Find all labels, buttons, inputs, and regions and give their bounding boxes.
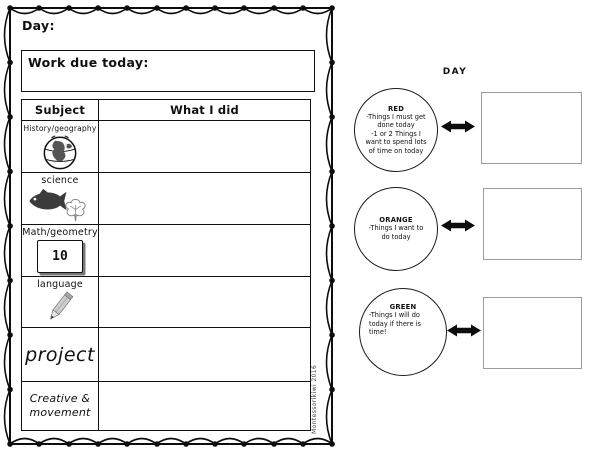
subject-label: science xyxy=(41,175,79,186)
orange-answer-box xyxy=(483,188,582,260)
header-what-i-did: What I did xyxy=(170,103,239,117)
what-i-did-cell xyxy=(99,277,310,327)
table-row: science xyxy=(22,172,310,224)
subject-cell-project: project xyxy=(22,328,99,381)
subject-label: History/geography xyxy=(23,124,97,133)
orange-circle-title: ORANGE xyxy=(379,216,413,225)
table-row: Creative & movement xyxy=(22,381,310,430)
red-priority-circle: RED -Things I must get done today -1 or … xyxy=(354,88,438,172)
globe-icon xyxy=(43,135,77,170)
red-answer-box xyxy=(481,92,582,164)
subject-label: Creative & movement xyxy=(29,392,91,419)
table-row: project xyxy=(22,327,310,381)
orange-priority-circle: ORANGE -Things I want to do today xyxy=(354,187,438,271)
work-due-today-label: Work due today: xyxy=(28,55,149,70)
leaf-icon xyxy=(65,198,86,222)
what-i-did-cell xyxy=(99,173,310,224)
planner-table: Subject What I did History/geography sci… xyxy=(21,99,311,431)
subject-cell-math-geometry: Math/geometry 10 xyxy=(22,225,99,276)
what-i-did-cell xyxy=(99,225,310,276)
table-row: Math/geometry 10 xyxy=(22,224,310,276)
table-header-row: Subject What I did xyxy=(22,100,310,120)
green-answer-box xyxy=(483,297,582,369)
double-arrow-icon xyxy=(447,324,481,337)
header-subject: Subject xyxy=(22,100,99,120)
day-heading: Day: xyxy=(22,18,55,33)
double-arrow-icon xyxy=(441,219,475,232)
green-circle-title: GREEN xyxy=(389,303,417,311)
subject-cell-science: science xyxy=(22,173,99,224)
red-circle-bullet: -1 or 2 Things I want to spend lots of t… xyxy=(365,129,427,155)
fish-icon xyxy=(29,188,67,211)
table-row: language xyxy=(22,276,310,327)
red-circle-bullet: -Things I must get done today xyxy=(366,112,426,130)
credit-text: Montessorikiwi 2016 xyxy=(311,364,318,434)
orange-circle-bullet: -Things I want to do today xyxy=(368,224,424,241)
pencil-icon xyxy=(50,291,74,320)
science-icons xyxy=(24,186,96,222)
what-i-did-cell xyxy=(99,328,310,381)
subject-label: project xyxy=(25,343,95,366)
subject-label: language xyxy=(37,279,83,290)
what-i-did-cell xyxy=(99,382,310,430)
subject-cell-language: language xyxy=(22,277,99,327)
table-row: History/geography xyxy=(22,120,310,172)
subject-cell-history-geography: History/geography xyxy=(22,121,99,172)
work-due-today-box: Work due today: xyxy=(21,50,315,92)
red-circle-title: RED xyxy=(387,104,405,113)
subject-cell-creative-movement: Creative & movement xyxy=(22,382,99,430)
green-priority-circle: GREEN -Things I will do today if there i… xyxy=(359,288,447,376)
day-sorter-title: DAY xyxy=(442,67,468,77)
green-circle-bullet: -Things I will do today if there is time… xyxy=(369,311,421,337)
what-i-did-cell xyxy=(99,121,310,172)
subject-label: Math/geometry xyxy=(22,227,98,238)
double-arrow-icon xyxy=(441,120,475,133)
number-card-icon: 10 xyxy=(37,240,83,273)
